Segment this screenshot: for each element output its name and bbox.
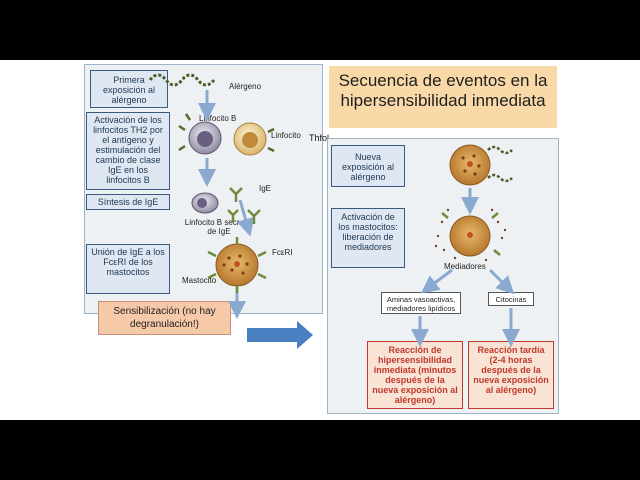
ige-right [441, 212, 501, 256]
transition-arrow [247, 321, 313, 349]
mast-cell-right-top-granules [461, 154, 481, 176]
ige-label: IgE [259, 184, 272, 193]
fcer-label: FcεRI [272, 248, 293, 257]
reaction-late: Reacción tardía (2-4 horas después de la… [468, 341, 554, 409]
mast-cell-right-nucleus [467, 232, 473, 238]
mast-cell-label: Mastocito [182, 276, 217, 285]
b-cell-nucleus [197, 131, 213, 147]
lymphocyte-label: Linfocito [271, 131, 301, 140]
step-ige-binding: Unión de IgE a los FcεRI de los mastocit… [86, 244, 170, 294]
b-cell-label: Linfocito B [199, 114, 237, 123]
b-secretor-nucleus [197, 198, 207, 208]
allergen-bridge [487, 145, 513, 183]
slide: Primera exposición al alérgeno Activació… [0, 60, 640, 420]
slide-title: Secuencia de eventos en la hipersensibil… [329, 66, 557, 128]
step-th2-activation: Activación de los linfocitos TH2 por el … [86, 112, 170, 190]
flow-arrow [236, 199, 255, 237]
step-new-exposure: Nueva exposición al alérgeno [331, 145, 405, 187]
thfol-annotation: Thfol [309, 133, 330, 143]
mast-cell-granules [222, 254, 249, 275]
b-secretor-label: Linfocito B secretor de IgE [184, 218, 254, 236]
flow-arrow [488, 268, 515, 295]
t-lymphocyte-nucleus [242, 132, 258, 148]
step-ige-synthesis: Síntesis de IgE [86, 194, 170, 210]
fc-receptors [207, 237, 267, 293]
flow-arrow [420, 268, 453, 294]
reaction-immediate: Reacción de hipersensibilidad inmediata … [367, 341, 463, 409]
allergen-chain [148, 73, 216, 87]
diagram-graphics [148, 73, 520, 349]
receptor-marks [178, 113, 275, 153]
step-mast-activation: Activación de los mastocitos: liberación… [331, 208, 405, 268]
ige-antibodies [227, 187, 261, 224]
allergen-label: Alérgeno [229, 82, 262, 91]
mediators-label: Mediadores [444, 262, 486, 271]
